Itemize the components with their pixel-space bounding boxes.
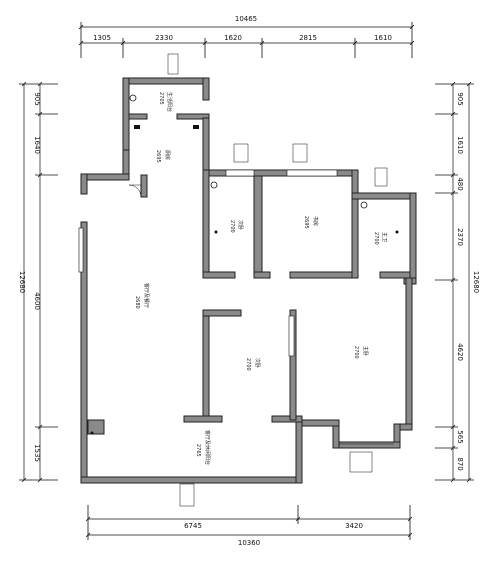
fixtures	[90, 125, 399, 435]
left-dimension-chain: 12680 905 1640 4600 1535	[18, 81, 58, 483]
right-total-label: 12680	[472, 271, 480, 293]
right-seg-4: 2370	[456, 228, 464, 246]
room-bedroom-b-height: 2700	[245, 358, 251, 371]
room-study-height: 2695	[303, 216, 309, 229]
left-seg-1: 905	[33, 92, 41, 105]
room-living-dining-height: 2680	[134, 296, 140, 309]
left-seg-4: 1535	[33, 444, 41, 462]
top-seg-4: 2815	[299, 34, 317, 42]
room-bedroom-a-name: 次卧	[237, 220, 244, 230]
openings	[78, 94, 394, 445]
level-markers	[167, 53, 388, 507]
right-seg-5: 4620	[456, 343, 464, 361]
room-study-name: 书房	[312, 216, 319, 226]
right-seg-7: 870	[456, 457, 464, 470]
room-balcony-name: 生活阳台	[166, 92, 173, 112]
left-seg-2: 1640	[33, 136, 41, 154]
left-seg-3: 4600	[33, 292, 41, 310]
bottom-seg-1: 6745	[184, 522, 202, 530]
bottom-total-label: 10360	[238, 539, 260, 547]
room-master-bath-name: 主卫	[381, 232, 388, 242]
room-balcony-height: 2705	[158, 92, 164, 105]
right-dimension-chain: 12680 905 1610 480 2370 4620 565 870	[435, 81, 480, 483]
room-living-dining-name: 客厅及餐厅	[143, 283, 150, 308]
top-seg-1: 1305	[93, 34, 111, 42]
room-living-leisure-height: 2765	[195, 444, 201, 457]
bottom-dimension-chain: 6745 3420 10360	[85, 505, 413, 547]
room-master-bath-height: 2700	[373, 232, 379, 245]
walls	[80, 77, 417, 484]
room-bedroom-a-height: 2700	[229, 220, 235, 233]
room-kitchen-name: 厨房	[164, 150, 171, 160]
room-bedroom-b-name: 次卧	[254, 358, 261, 368]
right-seg-3: 480	[456, 177, 464, 190]
top-seg-5: 1610	[374, 34, 392, 42]
right-seg-1: 905	[456, 92, 464, 105]
room-kitchen-height: 2695	[155, 150, 161, 163]
room-master-bedroom-height: 2700	[353, 346, 359, 359]
top-seg-2: 2330	[155, 34, 173, 42]
top-seg-3: 1620	[224, 34, 242, 42]
room-master-bedroom-name: 主卧	[362, 346, 369, 356]
bottom-seg-2: 3420	[345, 522, 363, 530]
top-dimension-chain: 10465 1305 2330 1620 2815 1610	[78, 15, 415, 58]
right-seg-2: 1610	[456, 136, 464, 154]
right-seg-6: 565	[456, 430, 464, 443]
left-total-label: 12680	[18, 271, 26, 293]
top-total-label: 10465	[235, 15, 257, 23]
room-labels: 生活阳台 2705 厨房 2695 次卧 2700 书房 2695 主卫 270…	[134, 92, 388, 465]
room-living-leisure-name: 客厅及休闲阳台	[204, 430, 211, 465]
